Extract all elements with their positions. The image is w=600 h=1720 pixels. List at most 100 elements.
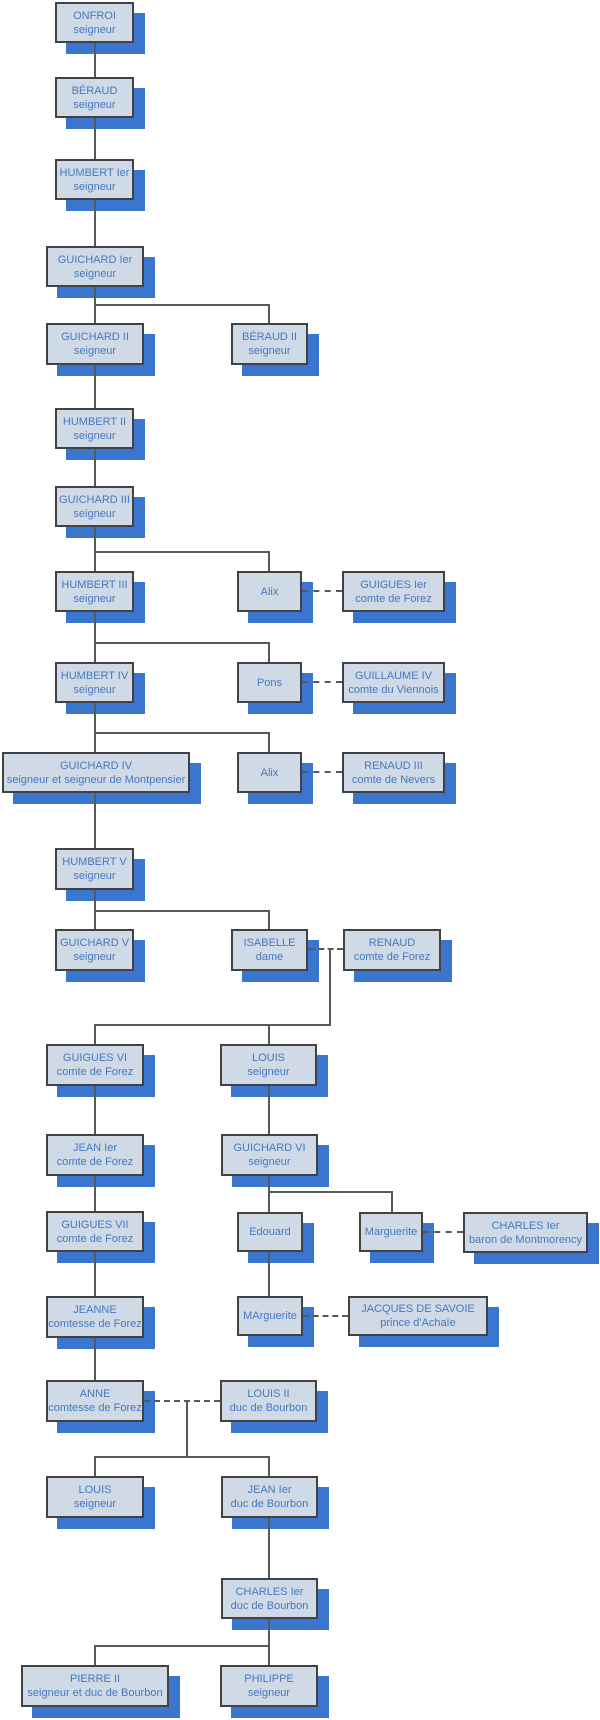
tree-node-beraud-2[interactable]: BÉRAUD II seigneur (231, 323, 319, 376)
tree-node-guichard-6[interactable]: GUICHARD VI seigneur (221, 1134, 329, 1187)
node-title: seigneur (247, 1687, 291, 1699)
tree-node-pierre-2[interactable]: PIERRE II seigneur et duc de Bourbon (21, 1665, 180, 1718)
node-title: baron de Montmorency (468, 1233, 583, 1246)
node-name: ONFROI (73, 9, 116, 22)
connector-line (94, 1086, 96, 1134)
tree-node-onfroi[interactable]: ONFROI seigneur (55, 2, 145, 54)
node-title: comte de Forez (353, 951, 431, 963)
tree-node-philippe[interactable]: PHILIPPE seigneur (220, 1665, 329, 1718)
connector-line (391, 1191, 393, 1212)
tree-node-guichard-4[interactable]: GUICHARD IV seigneur et seigneur de Mont… (2, 752, 201, 804)
connector-line (94, 642, 270, 644)
tree-node-pons[interactable]: Pons (237, 662, 313, 714)
tree-node-marguerite-2[interactable]: MArguerite (237, 1296, 314, 1347)
tree-node-alix-2[interactable]: Alix (237, 752, 313, 804)
tree-node-guigues-1[interactable]: GUIGUES Ier comte de Forez (342, 571, 456, 623)
node-title: duc de Bourbon (230, 1599, 309, 1612)
connector-line (94, 703, 96, 752)
tree-node-humbert-3[interactable]: HUMBERT III seigneur (55, 571, 145, 623)
node-title: seigneur (73, 429, 116, 442)
node-title: seigneur (73, 870, 116, 882)
node-title: duc de Bourbon (229, 1402, 308, 1414)
connector-line (94, 910, 270, 912)
tree-node-humbert-1[interactable]: HUMBERT Ier seigneur (55, 159, 145, 211)
node-title: seigneur (73, 180, 116, 193)
tree-node-guigues-6[interactable]: GUIGUES VI comte de Forez (46, 1044, 155, 1097)
node-title: seigneur (73, 345, 117, 357)
tree-node-charles-1-montmorency[interactable]: CHARLES Ier baron de Montmorency (463, 1212, 599, 1264)
node-title: seigneur (73, 267, 117, 280)
connector-line (94, 1456, 96, 1476)
tree-node-humbert-4[interactable]: HUMBERT IV seigneur (55, 662, 145, 714)
node-name: LOUIS (251, 1052, 285, 1064)
connector-line (94, 365, 96, 408)
node-name: HUMBERT V (62, 856, 127, 868)
tree-node-guichard-2[interactable]: GUICHARD II seigneur (46, 323, 155, 376)
node-name: BÉRAUD (71, 84, 118, 97)
connector-line (268, 1518, 270, 1578)
connector-line (94, 1456, 270, 1458)
node-name: MArguerite (243, 1310, 297, 1322)
node-title: comte de Forez (56, 1232, 134, 1245)
tree-node-guichard-1[interactable]: GUICHARD Ier seigneur (46, 246, 155, 298)
tree-node-jacques-de-savoie[interactable]: JACQUES DE SAVOIE prince d'Achaïe (348, 1296, 499, 1347)
tree-node-marguerite-1[interactable]: Marguerite (359, 1212, 434, 1263)
node-name: ANNE (79, 1388, 111, 1400)
connector-line (94, 551, 270, 553)
tree-node-humbert-2[interactable]: HUMBERT II seigneur (55, 408, 145, 460)
tree-node-isabelle[interactable]: ISABELLE dame (231, 929, 319, 982)
connector-line (329, 948, 331, 1026)
node-name: HUMBERT IV (60, 669, 129, 682)
node-name: GUICHARD Ier (57, 253, 133, 266)
connector-line (94, 890, 96, 929)
tree-node-guillaume-4[interactable]: GUILLAUME IV comte du Viennois (342, 662, 456, 714)
tree-node-louis-2-bourbon[interactable]: LOUIS II duc de Bourbon (220, 1380, 328, 1433)
tree-node-renaud-3[interactable]: RENAUD III comte de Nevers (342, 752, 456, 804)
node-title: comte de Forez (355, 592, 432, 605)
connector-line (268, 1086, 270, 1134)
tree-node-beraud[interactable]: BÉRAUD seigneur (55, 77, 145, 129)
node-title: comtesse de Forez (48, 1318, 142, 1330)
node-name: GUILLAUME IV (354, 669, 433, 682)
tree-node-edouard[interactable]: Edouard (237, 1212, 314, 1263)
tree-node-renaud[interactable]: RENAUD comte de Forez (343, 929, 452, 982)
node-name: RENAUD (368, 937, 416, 949)
node-title: comtesse de Forez (48, 1402, 142, 1414)
node-name: HUMBERT II (62, 415, 127, 428)
node-title: seigneur (247, 1066, 290, 1078)
node-title: seigneur (73, 23, 116, 36)
node-name: CHARLES Ier (491, 1219, 560, 1232)
node-name: JEAN Ier (247, 1484, 292, 1496)
marriage-dash (302, 590, 342, 592)
node-title: dame (255, 951, 284, 963)
tree-node-anne[interactable]: ANNE comtesse de Forez (46, 1380, 155, 1433)
connector-line (94, 449, 96, 486)
tree-node-charles-1-bourbon[interactable]: CHARLES Ier duc de Bourbon (221, 1578, 329, 1630)
connector-line (94, 527, 96, 571)
node-title: comte du Viennois (348, 683, 439, 696)
tree-node-guigues-7[interactable]: GUIGUES VII comte de Forez (46, 1211, 155, 1263)
node-title: seigneur (73, 1498, 117, 1510)
tree-node-jean-1-bourbon[interactable]: JEAN Ier duc de Bourbon (221, 1476, 329, 1529)
tree-node-louis[interactable]: LOUIS seigneur (220, 1044, 328, 1097)
tree-node-guichard-3[interactable]: GUICHARD III seigneur (55, 486, 145, 538)
tree-node-louis-seigneur[interactable]: LOUIS seigneur (46, 1476, 155, 1529)
node-title: seigneur (73, 683, 116, 696)
node-name: GUICHARD II (61, 331, 129, 343)
connector-line (94, 118, 96, 159)
tree-node-guichard-5[interactable]: GUICHARD V seigneur (55, 929, 145, 982)
tree-node-jeanne[interactable]: JEANNE comtesse de Forez (46, 1296, 155, 1349)
tree-node-jean-1-forez[interactable]: JEAN Ier comte de Forez (46, 1134, 155, 1187)
connector-line (268, 910, 270, 929)
node-name: CHARLES Ier (235, 1585, 304, 1598)
connector-line (94, 1338, 96, 1380)
node-name: GUICHARD V (59, 937, 130, 949)
tree-node-alix-1[interactable]: Alix (237, 571, 313, 623)
node-name: BÉRAUD II (241, 331, 297, 343)
node-title: comte de Nevers (351, 773, 436, 786)
connector-line (94, 1176, 96, 1211)
tree-node-humbert-5[interactable]: HUMBERT V seigneur (55, 848, 145, 901)
node-name: Marguerite (364, 1226, 418, 1238)
connector-line (268, 304, 270, 323)
